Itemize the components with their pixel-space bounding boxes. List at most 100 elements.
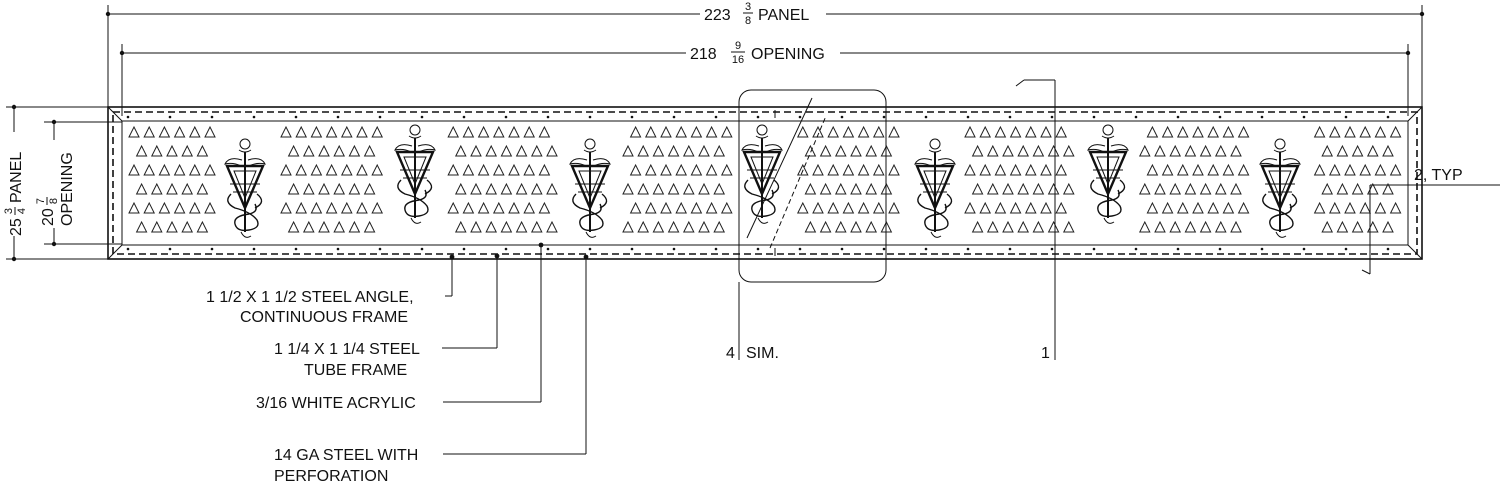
fastener-dot (378, 247, 382, 251)
perforation-triangle (720, 125, 733, 138)
fastener-dot (1050, 115, 1054, 119)
detail-2-callout: 2, TYP (1361, 167, 1500, 275)
perforation-triangle (340, 125, 353, 138)
caduceus-v-emblem-icon (740, 123, 784, 225)
sign-panel (107, 106, 1423, 260)
perforation-triangle (1207, 163, 1220, 176)
perforation-triangle (971, 182, 984, 195)
perforation-triangle (1382, 144, 1394, 157)
perforation-triangle (994, 125, 1007, 138)
perforation-triangle (1138, 144, 1151, 157)
perforation-triangle (819, 220, 832, 233)
perforation-triangle (287, 182, 300, 195)
perforation-triangle (1161, 163, 1174, 176)
fastener-dot (966, 115, 970, 119)
perforation-triangle (986, 144, 999, 157)
perforation-triangle (1359, 201, 1372, 214)
perforation-triangle (310, 125, 323, 138)
fastener-dot (210, 247, 214, 251)
perforation-triangle (796, 163, 809, 176)
perforation-triangle (698, 144, 710, 157)
perforation-triangle (713, 182, 726, 195)
perforation-triangle (1237, 163, 1250, 176)
perforation-triangle (485, 182, 498, 195)
perforation-triangle (720, 201, 733, 214)
fastener-dot (1218, 115, 1222, 119)
perforation-triangle (850, 182, 862, 195)
perforation-triangle (1344, 201, 1356, 214)
perforation-triangle (348, 182, 361, 195)
perforation-triangle (1321, 220, 1334, 233)
perforation-triangle (804, 220, 817, 233)
perforation-triangle (310, 163, 323, 176)
detail-4-callout: 4 SIM. (726, 89, 887, 362)
perforation-triangle (1313, 163, 1326, 176)
perforation-triangle (1017, 220, 1030, 233)
perforation-triangle (720, 163, 733, 176)
fastener-dot (714, 115, 718, 119)
perforation-triangle (523, 201, 536, 214)
fastener-dot (504, 247, 508, 251)
perforation-triangle (523, 125, 536, 138)
perforation-triangle (356, 125, 368, 138)
perforation-triangle (280, 125, 292, 138)
perforation-triangle (1184, 144, 1197, 157)
perforation-triangle (850, 144, 862, 157)
perforation-triangle (325, 163, 338, 176)
perforation-triangle (287, 144, 300, 157)
perforation-triangle (796, 125, 809, 138)
fastener-dot (1260, 115, 1264, 119)
perforation-triangle (508, 201, 520, 214)
perforation-triangle (1351, 220, 1364, 233)
perforation-triangle (135, 182, 148, 195)
perforation-triangle (971, 220, 984, 233)
panel-height-den: 4 (16, 208, 28, 214)
fastener-dot (546, 247, 550, 251)
perforation-triangle (698, 220, 710, 233)
perforation-triangle (979, 201, 992, 214)
panel-height-label: PANEL (8, 152, 25, 203)
fastener-dot (252, 115, 256, 119)
perforation-triangle (644, 163, 657, 176)
perforation-triangle (796, 201, 809, 214)
perforation-triangle (682, 144, 695, 157)
perforation-triangle (872, 125, 885, 138)
fastener-dot (672, 247, 676, 251)
panel-width-den: 8 (745, 15, 751, 27)
fastener-dot (504, 115, 508, 119)
perforation-triangle (302, 220, 315, 233)
perforation-triangle (333, 220, 346, 233)
perforation-triangle (454, 220, 467, 233)
perforation-triangle (477, 125, 490, 138)
panel-width-label: PANEL (758, 7, 809, 24)
perforation-triangle (675, 163, 688, 176)
perforation-triangle (834, 182, 847, 195)
fastener-dot (336, 247, 340, 251)
opening-height-value: 20 (40, 208, 57, 226)
perforation-triangle (1199, 144, 1212, 157)
perforation-triangle (705, 163, 718, 176)
perforation-triangle (546, 220, 558, 233)
perforation-triangle (1040, 163, 1052, 176)
callout-perforated-steel: 14 GA STEEL WITH PERFORATION (274, 254, 589, 485)
perforation-triangle (1146, 163, 1159, 176)
perforation-triangle (318, 182, 330, 195)
perforation-triangle (1199, 182, 1212, 195)
perforation-triangle (363, 144, 376, 157)
perforation-triangle (979, 125, 992, 138)
fastener-dot (588, 247, 592, 251)
perforation-triangle (333, 182, 346, 195)
perforation-triangle (1207, 125, 1220, 138)
caduceus-v-emblem-icon (1258, 137, 1302, 239)
callout-tube-frame: 1 1/4 X 1 1/4 STEEL TUBE FRAME (274, 253, 500, 379)
perforation-triangle (690, 201, 703, 214)
fastener-dot (252, 247, 256, 251)
perforation-triangle (128, 163, 140, 176)
perforation-triangle (705, 201, 718, 214)
perforation-triangle (325, 201, 338, 214)
perforation-triangle (675, 201, 688, 214)
perforation-triangle (1321, 144, 1334, 157)
perforation-triangle (1055, 163, 1068, 176)
fastener-dot (546, 115, 550, 119)
perforation-triangle (181, 144, 194, 157)
